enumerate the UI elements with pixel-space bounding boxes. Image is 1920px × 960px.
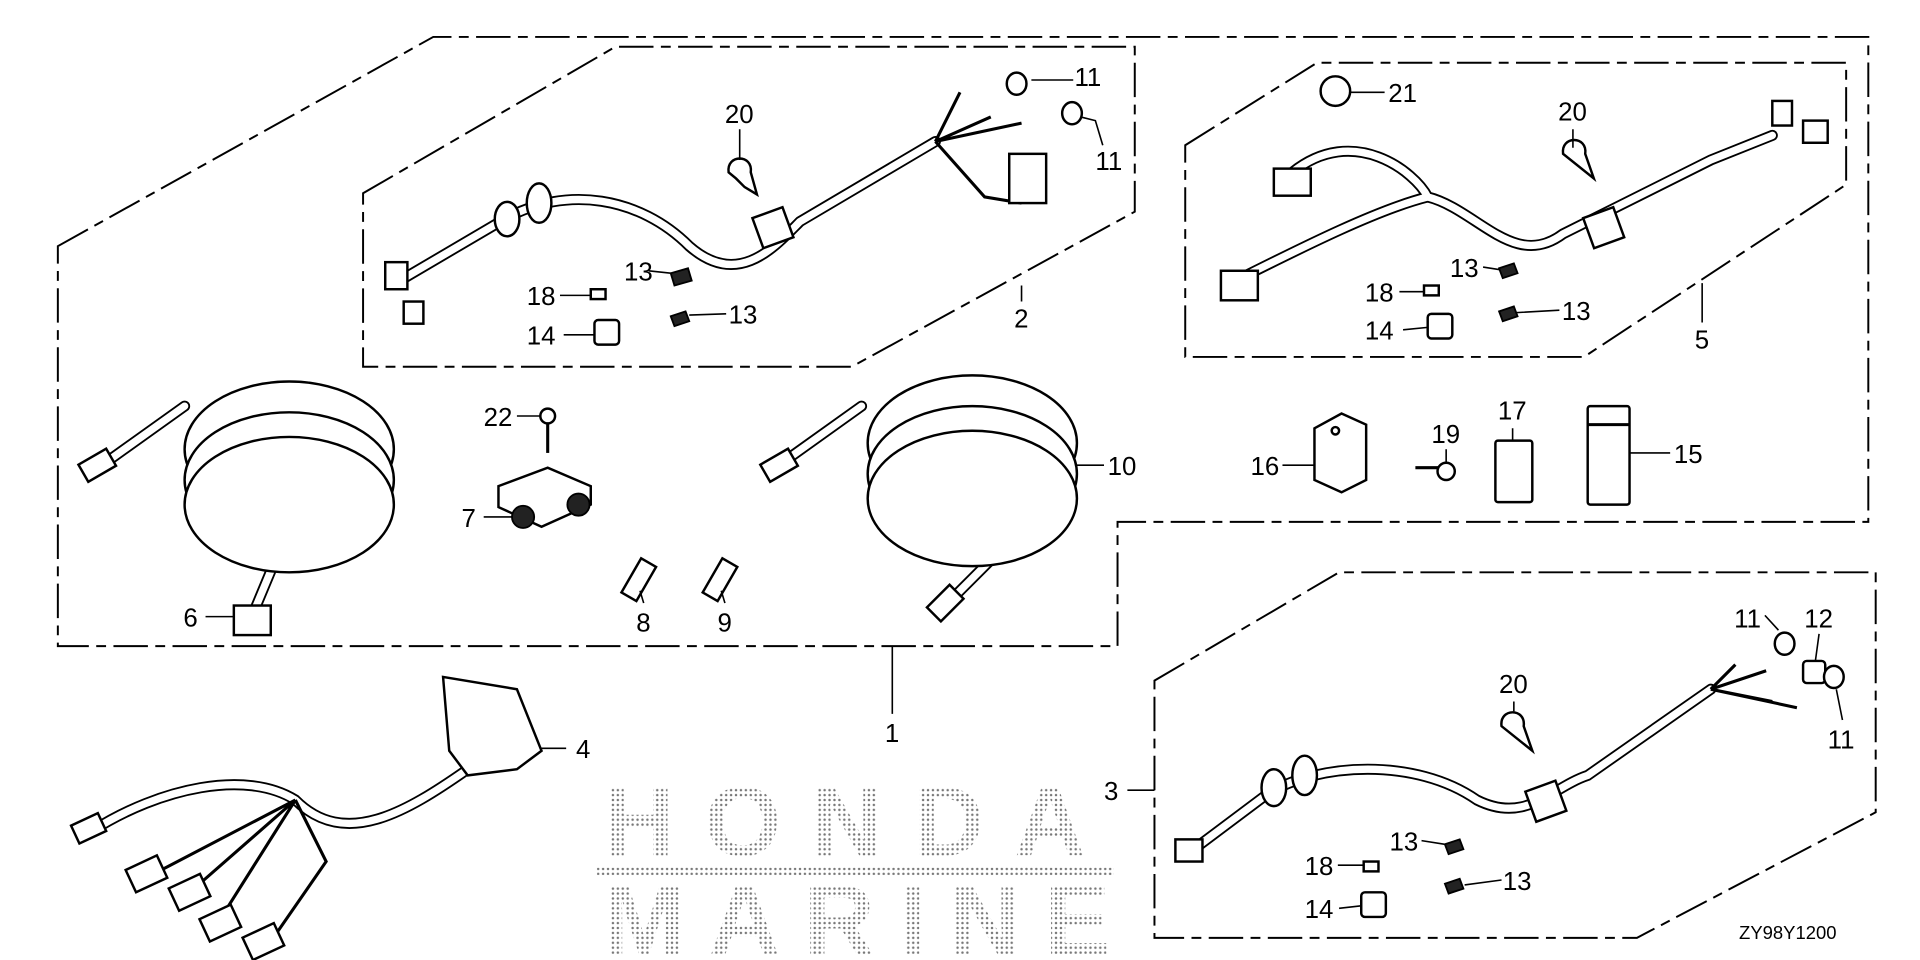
callout-11: 11 [1074, 64, 1101, 92]
terminator-8 [619, 556, 658, 603]
callout-5: 5 [1695, 326, 1709, 354]
bracket-16 [1313, 412, 1368, 494]
callout-20: 20 [1558, 99, 1587, 127]
callout-1: 1 [885, 720, 899, 748]
callout-20: 20 [1499, 671, 1528, 699]
callout-13: 13 [1503, 868, 1532, 896]
callout-15: 15 [1674, 441, 1703, 469]
group-box-5 [1184, 61, 1848, 358]
callout-2: 2 [1014, 305, 1028, 333]
callout-16: 16 [1250, 453, 1279, 481]
callout-labels: 20 11 11 13 13 18 14 2 21 20 13 18 13 14… [183, 64, 1854, 943]
callout-4: 4 [576, 736, 590, 764]
harness-5 [1219, 75, 1829, 340]
callout-21: 21 [1388, 80, 1417, 108]
harness-4 [69, 675, 544, 960]
callout-11: 11 [1095, 148, 1122, 176]
harness-3 [1174, 631, 1845, 919]
callout-8: 8 [636, 609, 650, 637]
callout-14: 14 [1305, 896, 1334, 924]
callout-13: 13 [1390, 828, 1419, 856]
watermark-line-1: HONDA [603, 766, 1095, 876]
callout-13: 13 [729, 302, 758, 330]
callout-3: 3 [1104, 778, 1118, 806]
callout-6: 6 [183, 604, 197, 632]
callout-20: 20 [725, 101, 754, 129]
screw-22 [539, 407, 557, 453]
callout-18: 18 [527, 283, 556, 311]
terminator-9 [701, 556, 739, 603]
callout-14: 14 [1365, 318, 1394, 346]
callout-13: 13 [624, 259, 653, 287]
callout-14: 14 [527, 323, 556, 351]
callout-9: 9 [718, 609, 732, 637]
callout-18: 18 [1365, 280, 1394, 308]
watermark-line-2: MARINE [603, 865, 1120, 960]
coil-cable-10 [758, 374, 1079, 624]
callout-12: 12 [1804, 606, 1833, 634]
cover-17 [1494, 439, 1534, 504]
callout-22: 22 [484, 404, 513, 432]
callout-10: 10 [1108, 453, 1137, 481]
callout-17: 17 [1498, 398, 1527, 426]
honda-marine-watermark: HONDA MARINE [596, 766, 1120, 960]
diagram-code: ZY98Y1200 [1739, 922, 1836, 943]
callout-13: 13 [1562, 298, 1591, 326]
group-box-3 [1153, 571, 1877, 939]
callout-19: 19 [1431, 421, 1460, 449]
leader-lines [205, 79, 1844, 910]
relay-15 [1586, 404, 1631, 506]
callout-7: 7 [462, 505, 476, 533]
callout-13: 13 [1450, 255, 1479, 283]
callout-18: 18 [1305, 853, 1334, 881]
harness-2 [384, 71, 1084, 346]
group-box-1 [56, 35, 1870, 648]
screw-19 [1415, 461, 1456, 482]
coil-cable-6 [76, 380, 396, 637]
group-box-2 [362, 45, 1136, 368]
t-connector-7 [497, 466, 592, 529]
callout-11: 11 [1828, 726, 1855, 754]
callout-11: 11 [1734, 606, 1761, 634]
